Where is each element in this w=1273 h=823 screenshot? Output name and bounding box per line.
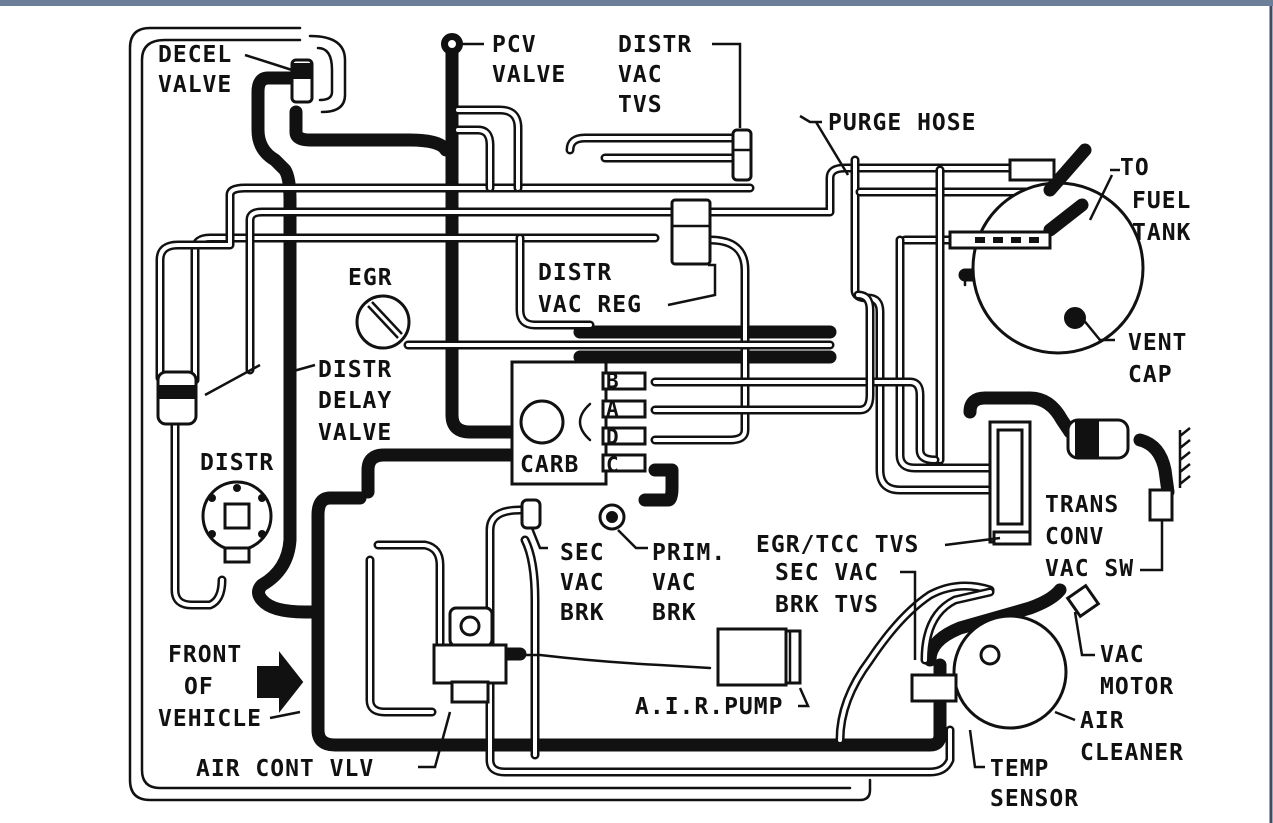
egr-valve-part [355,294,411,350]
air-cleaner-part [910,583,1101,730]
label-distr: DISTR [200,450,274,476]
label-purge-hose: PURGE HOSE [828,110,976,136]
distributor-part [201,480,273,564]
label-prim-vac-brk-3: BRK [652,600,697,626]
label-valve: VALVE [158,72,232,98]
label-distr-delay-3: VALVE [318,420,392,446]
label-vac: VAC [1100,642,1145,668]
label-pcv: PCV [492,32,537,58]
label-prim-vac-brk-2: VAC [652,570,697,596]
thin-lines [513,268,967,670]
prim-vac-brk-part [598,503,626,531]
label-conv: CONV [1045,524,1104,550]
label-cleaner: CLEANER [1080,740,1184,766]
label-sensor: SENSOR [990,786,1079,812]
leader-lines [204,42,1164,769]
fuel-tank-vapor-canister [948,143,1145,355]
label-trans: TRANS [1045,492,1119,518]
label-port-c: C [606,453,620,477]
sec-vac-brk-part [520,498,542,530]
label-cap: CAP [1128,362,1173,388]
outer-loop-hose [128,26,872,802]
distr-vac-reg-part [670,198,712,266]
label-distr-delay-1: DISTR [318,357,392,383]
label-vent: VENT [1128,330,1187,356]
label-to-fuel-tank-1: TO [1120,155,1150,181]
label-sec-vac-brk-tvs-2: BRK TVS [775,592,879,618]
label-distr-vac-tvs-1: DISTR [618,32,692,58]
labels: DECEL VALVE PCV VALVE DISTR VAC TVS PURG… [158,32,1191,812]
distr-delay-valve-part [156,370,198,426]
distr-vac-tvs-part [731,128,753,182]
label-sec-vac-brk-tvs-1: SEC VAC [775,560,879,586]
diagram-svg: DECEL VALVE PCV VALVE DISTR VAC TVS PURG… [128,6,1273,823]
label-to-fuel-tank-3: TANK [1132,220,1191,246]
label-port-b: B [606,369,620,393]
label-front: FRONT [168,642,242,668]
label-carb: CARB [520,452,579,478]
air-pump-part [716,627,802,687]
vacuum-hose-diagram: DECEL VALVE PCV VALVE DISTR VAC TVS PURG… [0,6,1273,823]
label-prim-vac-brk-1: PRIM. [652,540,726,566]
label-distr-vac-reg-1: DISTR [538,260,612,286]
air-control-valve-part [432,606,508,704]
label-sec-vac-brk-2: VAC [560,570,605,596]
label-air-cont-vlv: AIR CONT VLV [196,756,374,782]
label-motor: MOTOR [1100,674,1174,700]
front-arrow-icon [257,651,304,713]
label-distr-vac-tvs-3: TVS [618,92,663,118]
label-vac-sw: VAC SW [1045,556,1134,582]
label-distr-vac-tvs-2: VAC [618,62,663,88]
label-sec-vac-brk-1: SEC [560,540,605,566]
label-port-d: D [606,425,620,449]
label-of: OF [184,674,214,700]
pcv-valve-part [441,33,463,55]
label-vehicle: VEHICLE [158,706,262,732]
label-egr-tcc-tvs: EGR/TCC TVS [756,532,919,558]
label-distr-delay-2: DELAY [318,388,392,414]
double-line-hoses [155,105,1055,777]
label-air-pump: A.I.R.PUMP [635,694,783,720]
egr-tcc-tvs-part [988,420,1032,546]
carburetor-part [510,360,647,486]
label-egr: EGR [348,265,393,291]
decel-valve-part [290,58,314,104]
label-distr-vac-reg-2: VAC REG [538,292,642,318]
trans-conv-vac-sw-part [1066,418,1191,522]
label-to-fuel-tank-2: FUEL [1132,188,1191,214]
window-title-bar [0,0,1273,6]
label-sec-vac-brk-3: BRK [560,600,605,626]
label-temp: TEMP [990,756,1049,782]
label-decel: DECEL [158,42,232,68]
label-pcv-valve: VALVE [492,62,566,88]
label-air: AIR [1080,708,1125,734]
label-port-a: A [606,397,620,421]
